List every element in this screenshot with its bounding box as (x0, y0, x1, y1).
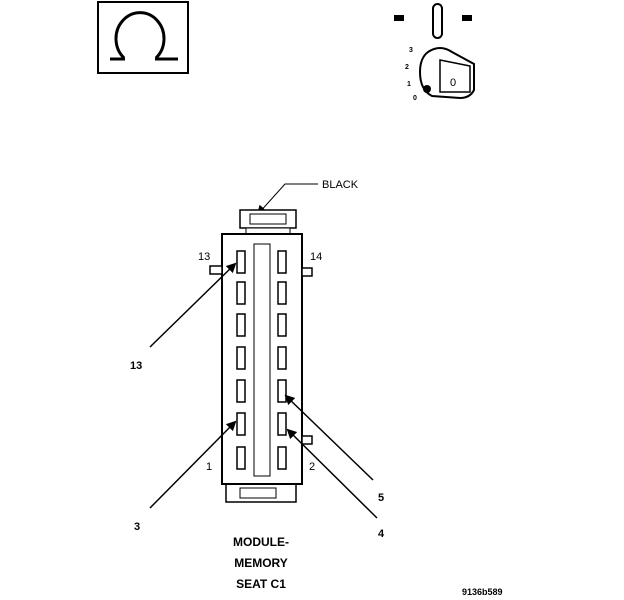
figure-code: 9136b589 (462, 587, 503, 597)
pointer-label-5: 5 (378, 492, 384, 504)
color-callout: BLACK (256, 179, 359, 216)
connector-name: MODULE- MEMORY SEAT C1 (233, 535, 289, 591)
ignition-position-2: 2 (405, 64, 409, 71)
connector-name-line-1: MODULE- (233, 535, 289, 549)
connector-name-line-2: MEMORY (234, 556, 288, 570)
ignition-key-icon: 0 3 2 1 0 (394, 3, 475, 102)
connector-name-line-3: SEAT C1 (236, 577, 286, 591)
ignition-position-3: 3 (409, 47, 413, 54)
ohmmeter-icon (97, 1, 189, 74)
connector-body (209, 209, 313, 503)
pointer-label-13: 13 (130, 360, 142, 372)
cavity-label-14: 14 (310, 251, 322, 263)
color-callout-label: BLACK (322, 179, 359, 191)
cavity-label-1: 1 (206, 461, 212, 473)
cavity-column-right (277, 250, 287, 470)
ignition-position-0: 0 (413, 95, 417, 102)
cavity-label-2: 2 (309, 461, 315, 473)
cavity-grid (236, 250, 287, 470)
pointer-label-4: 4 (378, 528, 385, 540)
key-glyph: 0 (450, 77, 456, 89)
cavity-label-13: 13 (198, 251, 210, 263)
pointer-label-3: 3 (134, 521, 140, 533)
cavity-column-left (236, 250, 246, 470)
ignition-position-1: 1 (407, 81, 411, 88)
pointer-arrows (149, 262, 378, 519)
